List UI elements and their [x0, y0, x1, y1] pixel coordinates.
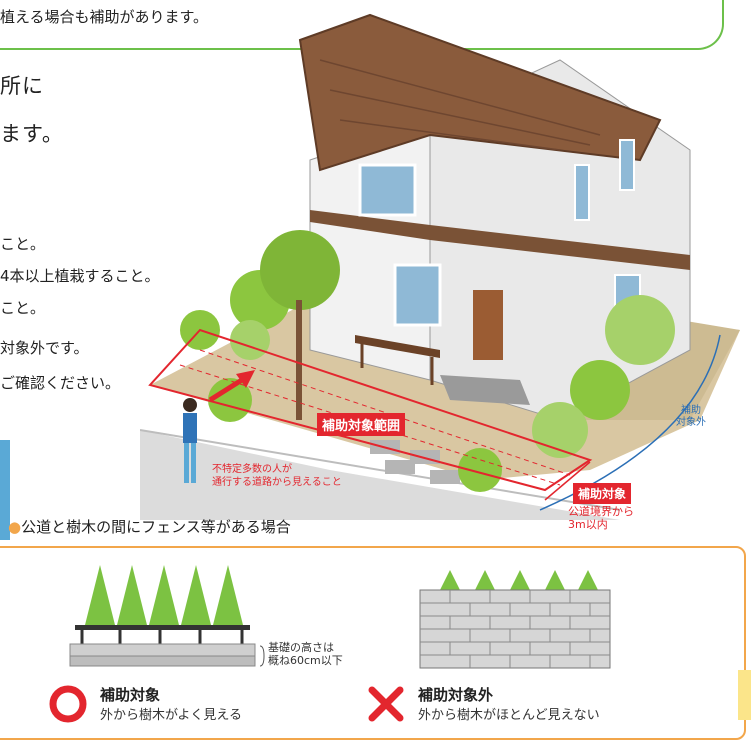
cross-ng-icon [368, 686, 404, 722]
base-height-note: 基礎の高さは 概ね60cm以下 [268, 641, 343, 667]
ok-subtitle: 外から樹木がよく見える [100, 708, 242, 723]
outside-note-line: 対象外 [676, 417, 706, 428]
body-text-line: ます。 [0, 122, 64, 146]
condition-item: 4本以上植栽すること。 [0, 267, 160, 285]
circle-ok-icon [49, 685, 87, 723]
outside-note: 補助 対象外 [676, 405, 706, 429]
condition-item: こと。 [0, 235, 46, 253]
target-note: 公道境界から 3m以内 [568, 505, 634, 531]
base-note-line: 基礎の高さは [268, 641, 334, 654]
condition-item: こと。 [0, 299, 46, 317]
top-banner-text: 植える場合も補助があります。 [0, 8, 209, 26]
target-range-label: 補助対象範囲 [317, 413, 406, 436]
bullet-dot-icon: ● [8, 518, 22, 536]
target-note-line: 公道境界から [568, 505, 634, 518]
base-note-line: 概ね60cm以下 [268, 654, 343, 667]
outside-note-line: 補助 [681, 405, 701, 416]
road-note: 不特定多数の人が 通行する道路から見えること [212, 463, 342, 489]
corner-accent [738, 670, 751, 720]
low-fence-illustration [69, 565, 265, 667]
fence-section-heading: ●公道と樹木の間にフェンス等がある場合 [8, 516, 291, 537]
ng-subtitle: 外から樹木がほとんど見えない [418, 708, 600, 723]
fence-panel [0, 546, 746, 740]
road-note-line: 不特定多数の人が [212, 464, 292, 475]
side-strip [0, 440, 10, 540]
condition-item: ご確認ください。 [0, 374, 121, 392]
target-note-line: 3m以内 [568, 518, 608, 531]
ng-title: 補助対象外 [418, 686, 494, 704]
body-text-line: 所に [0, 74, 44, 98]
target-label: 補助対象 [573, 483, 632, 504]
high-wall-illustration [419, 570, 611, 669]
ok-title: 補助対象 [100, 686, 161, 704]
fence-heading-text: 公道と樹木の間にフェンス等がある場合 [21, 518, 291, 536]
house-illustration [140, 13, 740, 520]
road-note-line: 通行する道路から見えること [212, 477, 342, 488]
condition-item: 対象外です。 [0, 339, 89, 357]
